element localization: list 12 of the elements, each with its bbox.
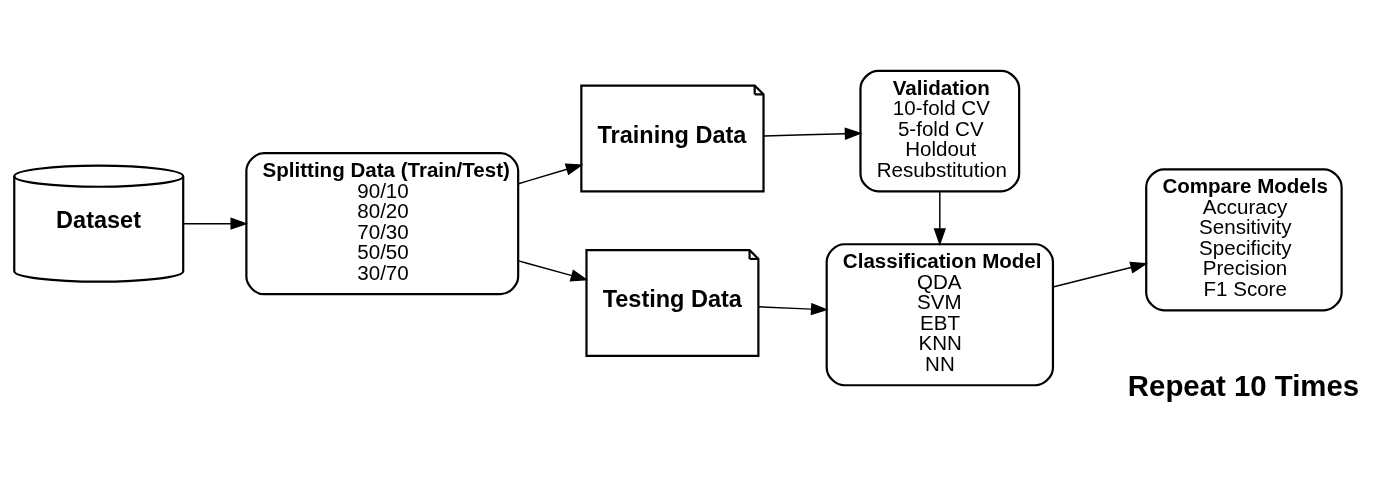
- arrow: [517, 259, 589, 281]
- node-box: Splitting Data (Train/Test) 90/10 80/20 70/30 50/50 30/70: [245, 151, 520, 295]
- arrow: [517, 163, 584, 184]
- arrow: [763, 127, 863, 140]
- arrow: [933, 190, 946, 246]
- arrow: [1052, 261, 1148, 288]
- arrow: [758, 302, 829, 315]
- node-box: Compare Models Accuracy Sensitivity Specificity Precision F1 Score: [1145, 167, 1343, 311]
- node-box: Classification Model QDA SVM EBT KNN NN: [825, 242, 1055, 386]
- label: Repeat 10 Times: [1127, 368, 1360, 402]
- arrow: [182, 217, 249, 230]
- node-box: Validation 10-fold CV 5-fold CV Holdout Resubstitution: [859, 69, 1021, 192]
